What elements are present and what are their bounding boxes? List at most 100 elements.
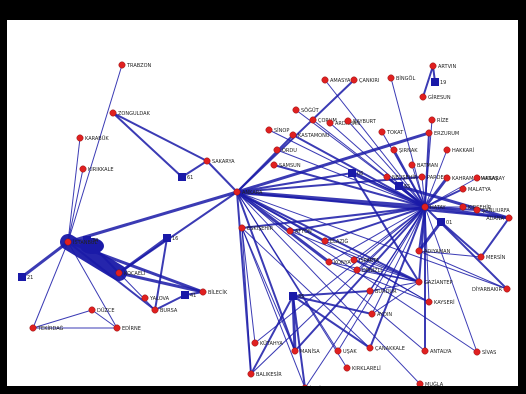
city-label: NEVŞEHİR [392, 174, 418, 181]
city-node [421, 203, 429, 211]
city-node [325, 258, 333, 266]
city-node [418, 173, 426, 181]
city-node [233, 188, 241, 196]
city-node [443, 174, 451, 182]
city-label: ANTALYA [430, 349, 452, 355]
city-node [291, 347, 299, 355]
hub-node [18, 273, 26, 281]
city-node [344, 117, 352, 125]
edge-24 [91, 309, 118, 329]
edge-79 [381, 131, 426, 208]
hub-edge-6 [154, 237, 168, 311]
city-label: AMASYA [330, 78, 351, 84]
edge-22 [67, 241, 118, 329]
city-node [459, 185, 467, 193]
hub-edge-22 [20, 240, 70, 279]
city-label: GAZİANTEP [424, 279, 453, 286]
city-node [326, 119, 334, 127]
edge-68 [241, 227, 371, 349]
city-node [286, 227, 294, 235]
hub-edge-8 [292, 295, 371, 349]
edge-21 [32, 241, 69, 329]
hub-edge-19 [112, 112, 183, 178]
city-label: MANİSA [300, 348, 320, 355]
city-node [408, 161, 416, 169]
city-label: ŞANLIURFA [482, 208, 510, 214]
hub-label: 35 [298, 294, 304, 300]
city-node [378, 128, 386, 136]
edge-27 [118, 272, 156, 311]
city-label: KARABÜK [85, 135, 109, 142]
city-node [473, 174, 481, 182]
hub-label: 55 [404, 184, 410, 190]
hub-label: 61 [187, 175, 193, 181]
edge-74 [236, 191, 426, 352]
city-node [334, 347, 342, 355]
hub-edge-2 [350, 171, 427, 209]
edges-layer [20, 64, 511, 386]
edge-32 [324, 206, 426, 242]
edge-17 [112, 112, 208, 162]
city-label: RİZE [437, 117, 449, 124]
edge-43 [250, 206, 426, 375]
city-node [366, 344, 374, 352]
hub-node [395, 182, 403, 190]
edge-28 [423, 205, 511, 220]
city-label: KIRKLARELİ [352, 365, 381, 372]
edge-0 [60, 234, 127, 281]
city-node [79, 165, 87, 173]
city-label: HATAY [430, 205, 446, 211]
city-node [425, 298, 433, 306]
city-label: EDİRNE [122, 325, 141, 332]
hub-node [431, 78, 439, 86]
city-label: DİYARBAKIR [472, 286, 502, 293]
city-node [415, 247, 423, 255]
city-label: BURDUR [375, 289, 397, 295]
city-label: AKSARAY [482, 176, 506, 182]
city-label: PARDEGI [427, 175, 449, 181]
city-node [203, 157, 211, 165]
edge-7 [236, 134, 294, 193]
city-node [302, 384, 308, 386]
edge-25 [32, 309, 93, 329]
city-label: ARTVIN [438, 64, 456, 70]
hub-label: 34 [92, 238, 98, 244]
edge-70 [241, 227, 305, 386]
city-node [309, 116, 317, 124]
edge-55 [292, 134, 426, 208]
city-label: ADIYAMAN [424, 249, 451, 255]
edge-14 [236, 191, 510, 219]
city-label: MUĞLA [425, 381, 444, 386]
city-node [118, 61, 126, 69]
edge-60 [289, 230, 420, 283]
city-node [505, 214, 513, 222]
city-node [443, 146, 451, 154]
city-node [459, 203, 467, 211]
edge-81 [390, 77, 426, 208]
city-node [113, 324, 121, 332]
city-label: ISPARTA [359, 258, 380, 264]
city-node [350, 76, 358, 84]
hub-edge-4 [351, 172, 420, 283]
edge-2 [117, 271, 205, 294]
city-node [368, 310, 376, 318]
city-label: KONYA [334, 260, 351, 266]
city-label: TEKİRDAĞ [37, 325, 64, 332]
city-node [477, 253, 485, 261]
edge-38 [254, 206, 426, 344]
edge-3 [66, 190, 239, 244]
city-label: KIRŞEHİR [468, 204, 492, 211]
city-node [350, 256, 358, 264]
city-node [141, 294, 149, 302]
hub-node [437, 218, 445, 226]
nodes-layer: ARTVINTRABZONZONGULDAKKARABÜKKIRIKKALEİS… [29, 61, 513, 386]
city-node [88, 306, 96, 314]
edge-72 [236, 191, 348, 369]
hub-edge-10 [250, 295, 294, 375]
edge-64 [369, 281, 420, 292]
hub-edge-20 [154, 294, 186, 311]
edge-92 [289, 206, 426, 232]
city-label: İZMİR [310, 385, 325, 386]
